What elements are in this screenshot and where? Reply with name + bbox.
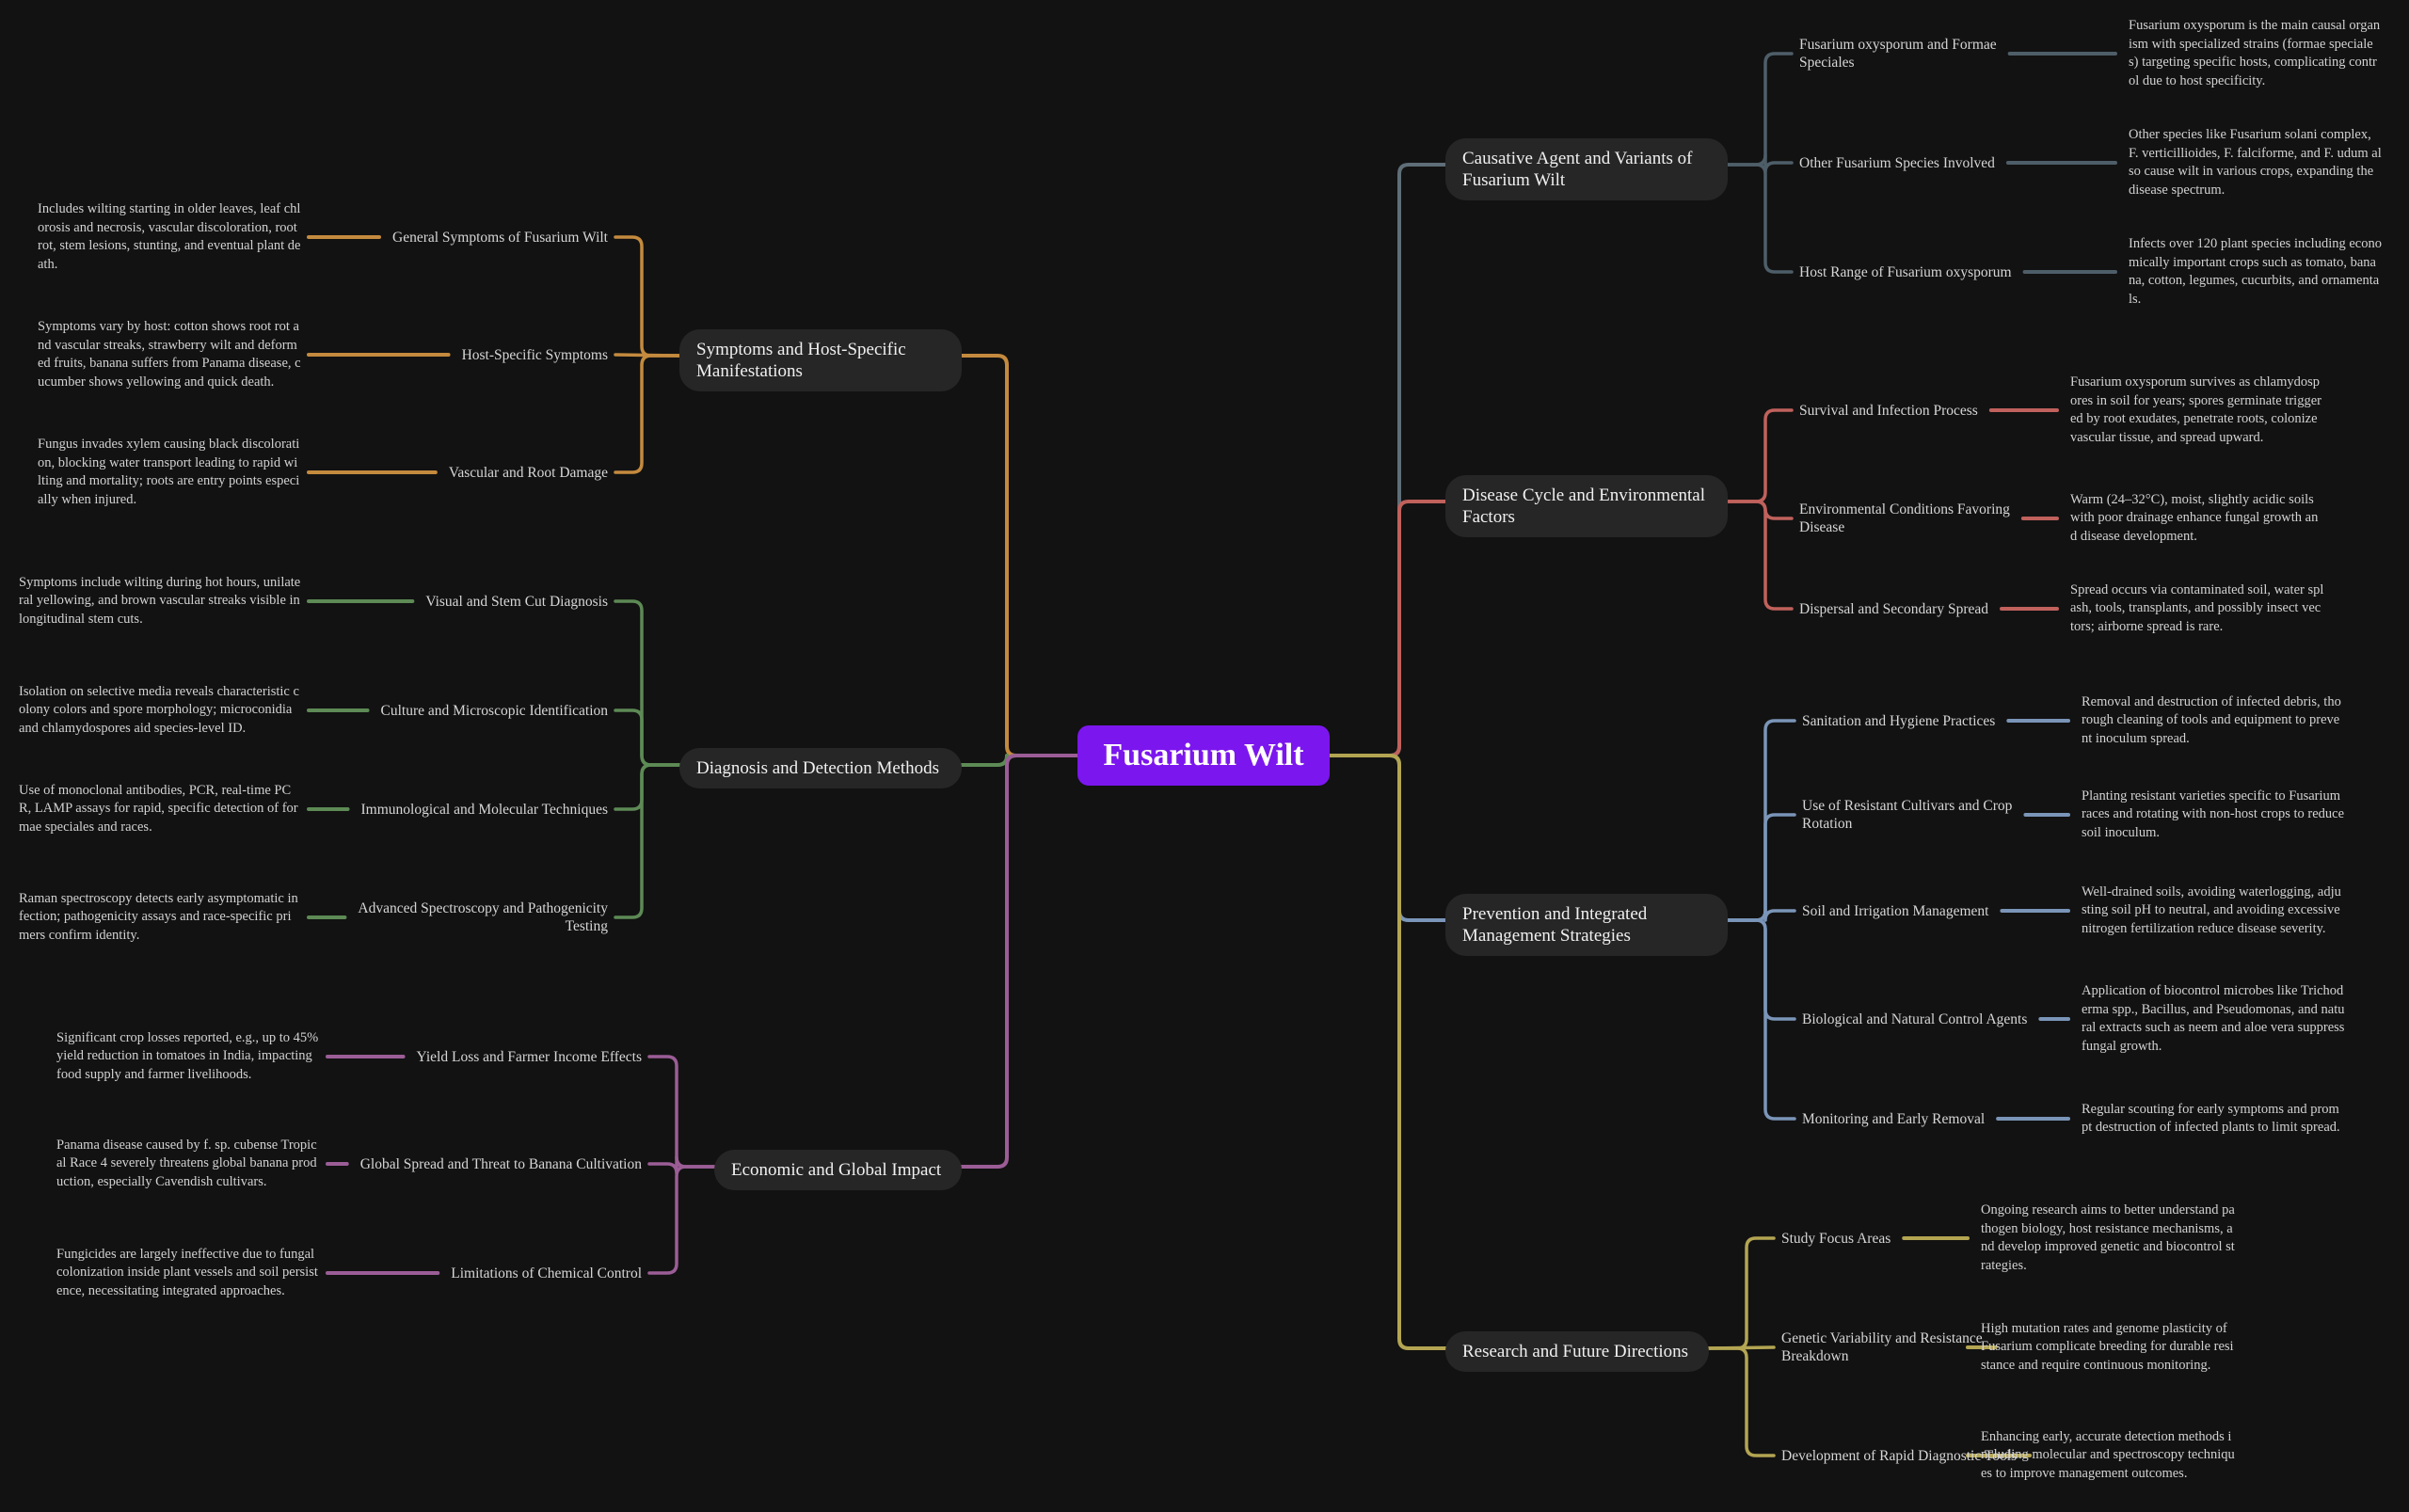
sub-topic-node[interactable]: Vascular and Root Damage (448, 464, 608, 481)
root-node[interactable]: Fusarium Wilt (1077, 725, 1330, 786)
detail-text: Enhancing early, accurate detection meth… (1981, 1428, 2235, 1481)
detail-text: Planting resistant varieties specific to… (2082, 788, 2345, 840)
sub-topic-node[interactable]: Visual and Stem Cut Diagnosis (425, 593, 608, 610)
detail-text: Regular scouting for early symptoms and … (2082, 1101, 2340, 1136)
sub-topic-node[interactable]: Global Spread and Threat to Banana Culti… (359, 1155, 642, 1172)
root-branch-edge (1328, 754, 1447, 922)
sub-topic-node[interactable]: Host Range of Fusarium oxysporum (1799, 263, 2012, 280)
branch-sub-edge (614, 235, 681, 358)
branch-sub-edge (1726, 408, 1794, 503)
detail-text: Fungicides are largely ineffective due t… (56, 1246, 318, 1298)
branch-sub-edge (614, 708, 681, 767)
branch-sub-edge (1707, 1236, 1776, 1350)
sub-topic-node[interactable]: Advanced Spectroscopy and Pathogenicity … (358, 900, 608, 934)
detail-text: Ongoing research aims to better understa… (1981, 1202, 2235, 1273)
branch-sub-edge (614, 763, 681, 919)
sub-topic-node[interactable]: Culture and Microscopic Identification (380, 702, 608, 719)
branch-sub-edge (1726, 918, 1796, 1021)
branch-node[interactable]: Diagnosis and Detection Methods (679, 748, 962, 788)
detail-text: Symptoms include wilting during hot hour… (19, 574, 301, 627)
branch-sub-edge (647, 1055, 716, 1169)
branch-sub-edge (1726, 52, 1794, 167)
sub-topic-node[interactable]: Survival and Infection Process (1799, 402, 1978, 419)
detail-text: Other species like Fusarium solani compl… (2129, 127, 2382, 198)
sub-topic-node[interactable]: Other Fusarium Species Involved (1799, 154, 1995, 171)
sub-topic-node[interactable]: Monitoring and Early Removal (1802, 1110, 1986, 1127)
sub-topic-node[interactable]: Host-Specific Symptoms (461, 346, 608, 363)
sub-topic-node[interactable]: Genetic Variability and Resistance Break… (1781, 1330, 1983, 1364)
sub-topic-node[interactable]: Study Focus Areas (1781, 1230, 1891, 1247)
branch-sub-edge (647, 1165, 716, 1275)
branch-node[interactable]: Symptoms and Host-Specific Manifestation… (679, 329, 962, 391)
sub-topic-node[interactable]: Immunological and Molecular Techniques (360, 801, 609, 818)
sub-topic-node[interactable]: Environmental Conditions Favoring Diseas… (1799, 501, 2010, 535)
branch-sub-edge (614, 599, 681, 767)
sub-topic-node[interactable]: Use of Resistant Cultivars and Crop Rota… (1802, 798, 2013, 832)
detail-text: Panama disease caused by f. sp. cubense … (56, 1137, 317, 1189)
detail-text: Use of monoclonal antibodies, PCR, real-… (19, 782, 298, 835)
detail-text: Warm (24–32°C), moist, slightly acidic s… (2070, 491, 2319, 544)
sub-topic-node[interactable]: Sanitation and Hygiene Practices (1802, 712, 1996, 729)
detail-text: Well-drained soils, avoiding waterloggin… (2082, 883, 2341, 936)
branch-sub-edge (1726, 918, 1796, 1121)
branch-sub-edge (1726, 500, 1794, 611)
branch-sub-edge (1707, 1346, 1776, 1457)
branch-sub-edge (1726, 719, 1796, 922)
sub-topic-node[interactable]: Fusarium oxysporum and Formae Speciales (1799, 37, 1997, 71)
branch-node[interactable]: Research and Future Directions (1445, 1331, 1709, 1372)
detail-text: Infects over 120 plant species including… (2129, 236, 2382, 307)
root-branch-edge (1328, 500, 1447, 757)
sub-topic-node[interactable]: Soil and Irrigation Management (1802, 902, 1989, 919)
sub-topic-node[interactable]: Biological and Natural Control Agents (1802, 1011, 2028, 1027)
root-branch-edge (960, 754, 1079, 1169)
detail-text: High mutation rates and genome plasticit… (1981, 1320, 2234, 1373)
sub-topic-node[interactable]: General Symptoms of Fusarium Wilt (392, 229, 608, 246)
sub-topic-node[interactable]: Dispersal and Secondary Spread (1799, 600, 1989, 617)
detail-text: Significant crop losses reported, e.g., … (56, 1029, 319, 1082)
detail-text: Includes wilting starting in older leave… (38, 201, 301, 272)
branch-node[interactable]: Causative Agent and Variants of Fusarium… (1445, 138, 1728, 200)
mindmap-edges (307, 52, 2117, 1457)
root-branch-edge (1328, 163, 1447, 757)
detail-text: Spread occurs via contaminated soil, wat… (2070, 581, 2324, 634)
sub-topic-node[interactable]: Development of Rapid Diagnostic Tools (1781, 1447, 2018, 1464)
detail-text: Fusarium oxysporum is the main causal or… (2129, 18, 2381, 88)
sub-topic-node[interactable]: Yield Loss and Farmer Income Effects (416, 1048, 642, 1065)
root-branch-edge (1328, 754, 1447, 1350)
sub-topic-node[interactable]: Limitations of Chemical Control (451, 1265, 642, 1281)
root-branch-edge (960, 354, 1079, 757)
branch-sub-edge (1726, 163, 1794, 274)
branch-node[interactable]: Prevention and Integrated Management Str… (1445, 894, 1728, 956)
branch-sub-edge (1726, 813, 1796, 922)
branch-sub-edge (614, 354, 681, 474)
detail-text: Symptoms vary by host: cotton shows root… (38, 319, 301, 390)
detail-text: Application of biocontrol microbes like … (2082, 983, 2345, 1054)
detail-text: Fungus invades xylem causing black disco… (38, 437, 300, 507)
detail-text: Isolation on selective media reveals cha… (19, 683, 299, 736)
detail-text: Removal and destruction of infected debr… (2082, 693, 2341, 746)
branch-sub-edge (614, 763, 681, 811)
branch-node[interactable]: Disease Cycle and Environmental Factors (1445, 475, 1728, 537)
detail-text: Fusarium oxysporum survives as chlamydos… (2070, 374, 2321, 445)
detail-text: Raman spectroscopy detects early asympto… (19, 890, 298, 943)
branch-sub-edge (1726, 500, 1794, 520)
branch-node[interactable]: Economic and Global Impact (714, 1150, 962, 1190)
